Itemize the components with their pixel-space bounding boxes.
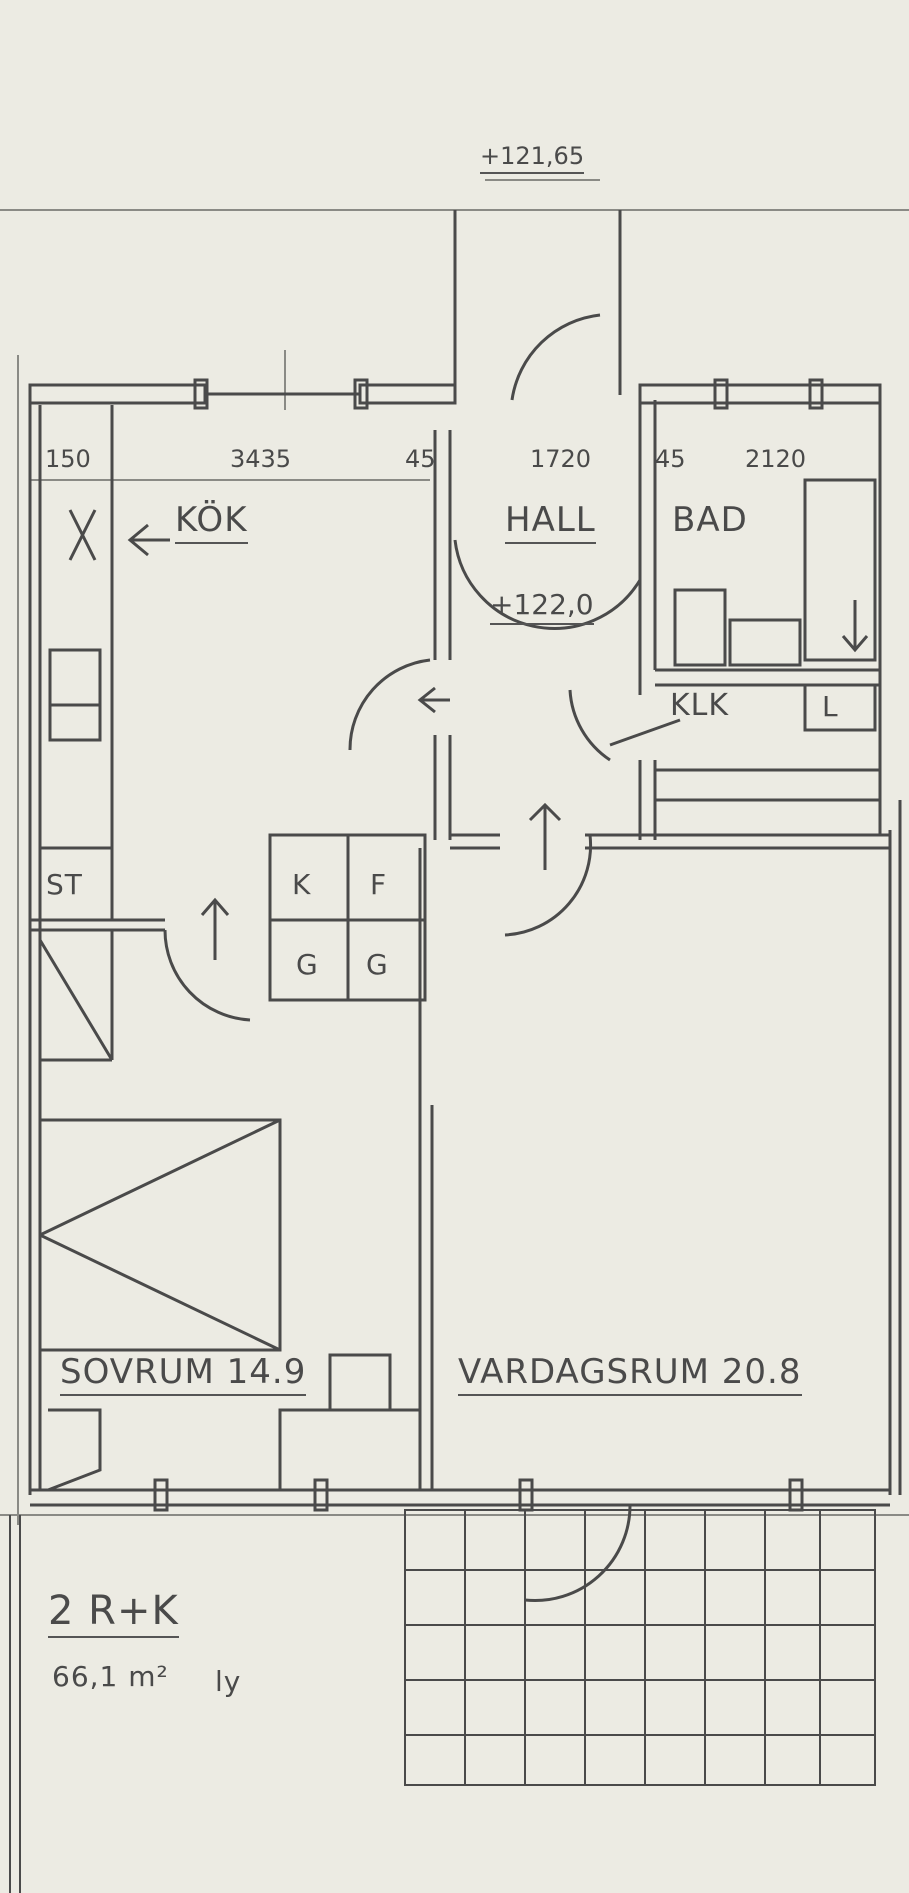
fixture-label-g1: G (296, 948, 319, 981)
dimension-5: 45 (655, 445, 686, 473)
room-label-living: VARDAGSRUM 20.8 (458, 1352, 802, 1396)
dimension-6: 2120 (745, 445, 807, 473)
window-marks (153, 378, 824, 1512)
fixture-label-linen: L (822, 690, 839, 723)
fixture-label-g2: G (366, 948, 389, 981)
direction-arrows (68, 509, 869, 960)
walls (28, 210, 902, 1507)
elevation-hall: +122,0 (490, 588, 594, 625)
room-label-kitchen: KÖK (175, 500, 248, 544)
room-label-bedroom: SOVRUM 14.9 (60, 1352, 307, 1396)
door-swings (163, 313, 642, 1603)
unit-area: 66,1 m² (52, 1660, 169, 1693)
room-label-hall: HALL (505, 500, 596, 544)
fixture-label-f: F (370, 868, 388, 901)
dimension-2: 3435 (230, 445, 292, 473)
unit-area-suffix: ly (215, 1665, 242, 1698)
dimension-4: 1720 (530, 445, 592, 473)
fixture-label-k: K (292, 868, 312, 901)
dimension-3: 45 (405, 445, 436, 473)
fixture-label-storage: ST (46, 868, 83, 901)
elevation-top: +121,65 (480, 142, 585, 174)
room-label-closet: KLK (670, 688, 730, 723)
room-label-bath: BAD (672, 500, 748, 540)
dimension-1: 150 (45, 445, 91, 473)
terrace-grid (9, 1509, 876, 1893)
unit-type: 2 R+K (48, 1588, 179, 1638)
